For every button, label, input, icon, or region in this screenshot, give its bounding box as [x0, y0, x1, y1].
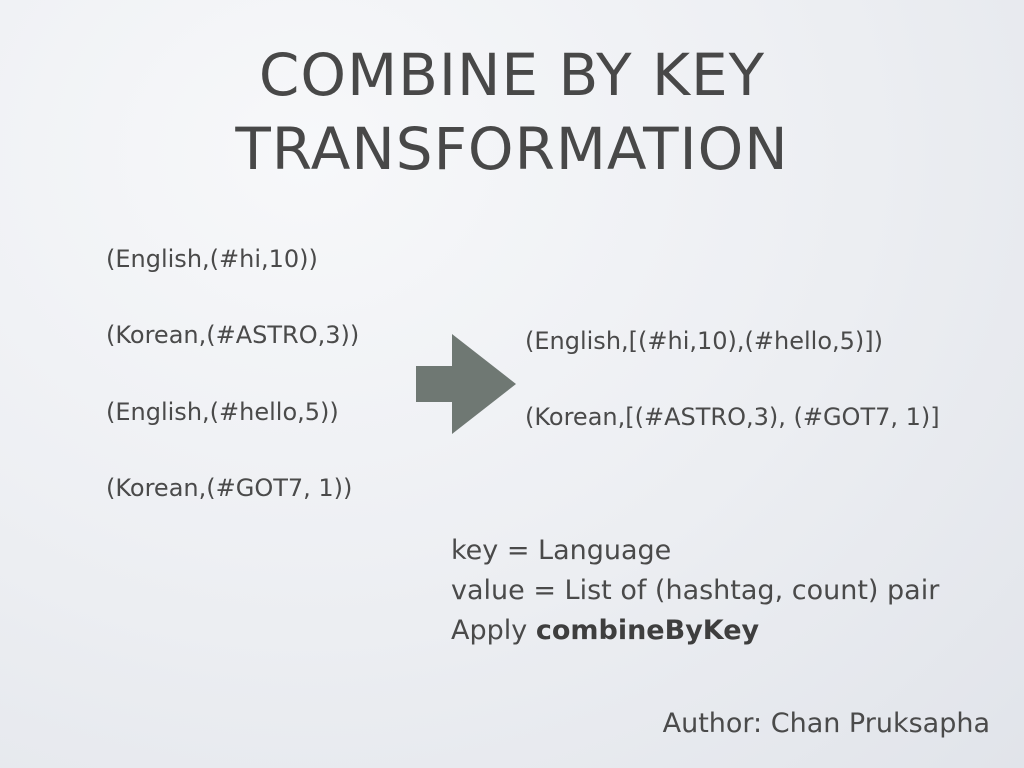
slide-title-line-1: COMBINE BY KEY [258, 41, 766, 109]
explanation-notes: key = Language value = List of (hashtag,… [451, 531, 939, 651]
right-arrow-icon [416, 334, 516, 434]
input-pair-korean-astro: (Korean,(#ASTRO,3)) [106, 321, 360, 349]
key-description: key = Language [451, 535, 672, 566]
apply-prefix: Apply [451, 615, 536, 646]
author-credit: Author: Chan Pruksapha [662, 708, 990, 739]
apply-method-name: combineByKey [535, 615, 760, 646]
input-pair-english-hello: (English,(#hello,5)) [106, 398, 339, 426]
slide-title: COMBINE BY KEY TRANSFORMATION [0, 38, 1024, 186]
slide-title-line-2: TRANSFORMATION [235, 115, 789, 183]
input-pair-korean-got7: (Korean,(#GOT7, 1)) [106, 474, 353, 502]
input-pair-english-hi: (English,(#hi,10)) [106, 245, 318, 273]
value-description: value = List of (hashtag, count) pair [451, 575, 940, 606]
output-pair-korean: (Korean,[(#ASTRO,3), (#GOT7, 1)] [525, 403, 940, 431]
apply-description: Apply combineByKey [451, 611, 939, 651]
output-pair-english: (English,[(#hi,10),(#hello,5)]) [525, 327, 883, 355]
